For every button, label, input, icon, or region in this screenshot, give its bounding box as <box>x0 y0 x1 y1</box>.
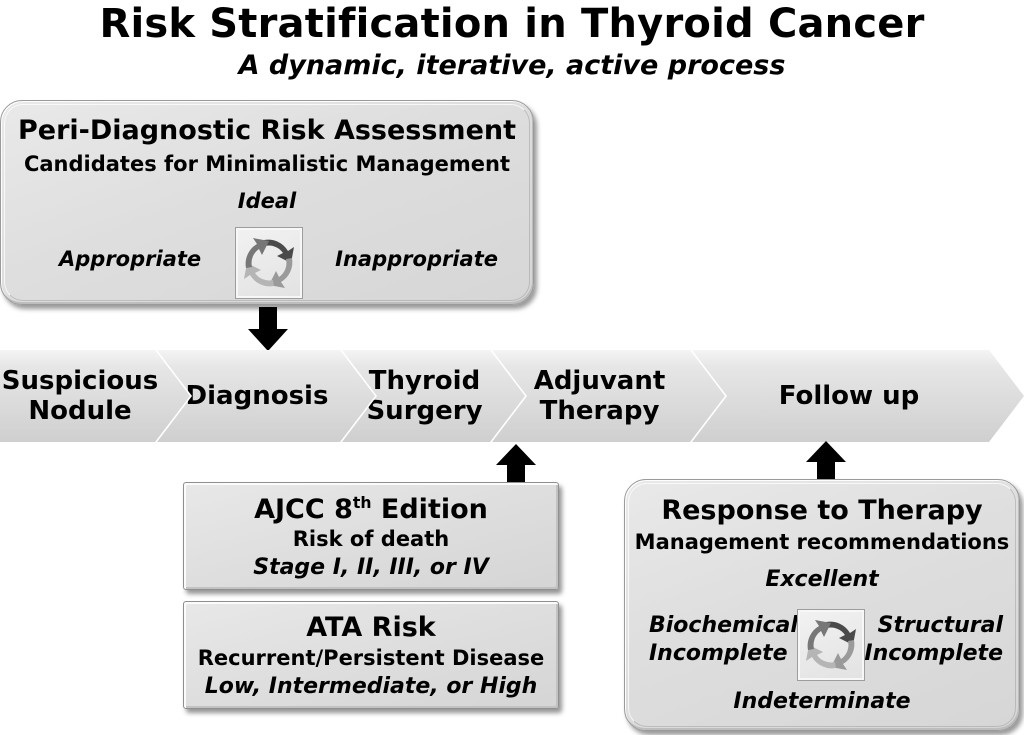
arrow-up-icon-ajcc <box>496 444 536 484</box>
ajcc-panel: AJCC 8th Edition Risk of death Stage I, … <box>183 482 559 590</box>
process-flow: Suspicious Nodule Diagnosis Thyroid Surg… <box>0 350 1024 442</box>
ajcc-heading-prefix: AJCC 8 <box>254 494 353 525</box>
ajcc-heading-suffix: Edition <box>371 494 488 525</box>
page-subtitle: A dynamic, iterative, active process <box>238 50 786 81</box>
ajcc-heading: AJCC 8th Edition <box>184 493 558 525</box>
ajcc-heading-superscript: th <box>352 493 372 512</box>
process-step-diagnosis[interactable]: Diagnosis <box>157 350 375 442</box>
cycle-arrows-icon-response <box>797 609 865 681</box>
process-step-adjuvant-therapy[interactable]: Adjuvant Therapy <box>492 350 725 442</box>
peri-diagnostic-appropriate-label: Appropriate <box>59 247 202 271</box>
ata-heading: ATA Risk <box>306 612 436 643</box>
response-excellent-label: Excellent <box>765 567 879 592</box>
cycle-arrows-icon <box>235 227 303 299</box>
response-to-therapy-panel: Response to Therapy Management recommend… <box>624 479 1020 731</box>
ata-line-levels: Low, Intermediate, or High <box>204 674 538 699</box>
response-heading: Response to Therapy <box>661 495 983 526</box>
peri-diagnostic-ideal-label: Ideal <box>237 189 297 213</box>
peri-diagnostic-heading: Peri-Diagnostic Risk Assessment <box>17 115 517 146</box>
response-subheading: Management recommendations <box>634 530 1010 554</box>
response-indeterminate-label: Indeterminate <box>733 689 911 714</box>
response-biochemical-incomplete-label: Biochemical Incomplete <box>649 613 798 666</box>
arrow-down-icon <box>248 307 288 351</box>
ajcc-line-stages: Stage I, II, III, or IV <box>253 555 489 580</box>
peri-diagnostic-inappropriate-label: Inappropriate <box>335 247 498 271</box>
peri-diagnostic-subheading: Candidates for Minimalistic Management <box>23 152 511 176</box>
process-step-suspicious-nodule[interactable]: Suspicious Nodule <box>0 350 190 442</box>
arrow-up-icon-response <box>806 441 846 481</box>
process-step-follow-up[interactable]: Follow up <box>692 350 1024 442</box>
ata-panel: ATA Risk Recurrent/Persistent Disease Lo… <box>183 601 559 709</box>
page-title: Risk Stratification in Thyroid Cancer <box>99 1 925 47</box>
ata-line-recurrent-persistent: Recurrent/Persistent Disease <box>197 646 545 670</box>
peri-diagnostic-panel: Peri-Diagnostic Risk Assessment Candidat… <box>0 100 534 305</box>
ajcc-line-risk-of-death: Risk of death <box>292 527 450 551</box>
response-structural-incomplete-label: Structural Incomplete <box>864 613 1003 666</box>
